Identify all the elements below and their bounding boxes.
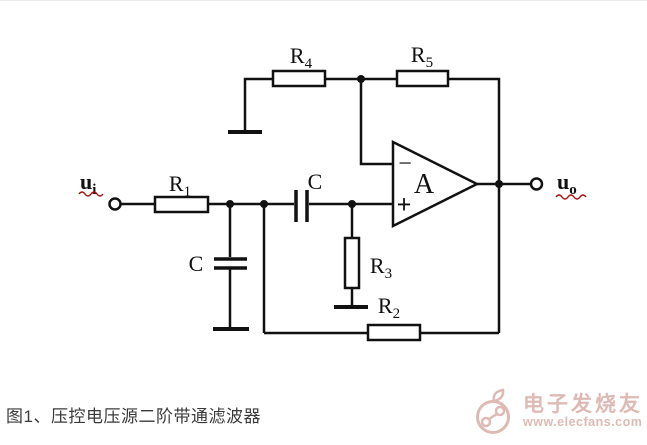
watermark: 电子发烧友 www.elecfans.com <box>471 387 643 437</box>
spellcheck-squiggle <box>78 191 104 197</box>
watermark-brand: 电子发烧友 <box>523 393 643 417</box>
resistor-r4 <box>271 69 327 88</box>
r2-feedback-branch: R2 <box>262 204 499 342</box>
output-branch <box>477 177 544 191</box>
input-terminal <box>108 197 122 211</box>
resistor-r1 <box>153 195 210 214</box>
opamp-triangle <box>391 139 480 229</box>
input-label: ui <box>80 169 96 198</box>
input-branch: R1 <box>108 171 294 214</box>
shunt-capacitor-label: C <box>189 251 204 276</box>
opamp-noninverting-sign: + <box>397 190 412 219</box>
r5-label: R5 <box>411 42 433 71</box>
r4-label: R4 <box>290 43 313 72</box>
wire <box>243 77 273 132</box>
output-terminal <box>529 177 544 191</box>
circuit-diagram: R1 C C R3 <box>78 42 587 342</box>
r2-label: R2 <box>378 293 400 322</box>
series-capacitor: C <box>294 169 393 222</box>
figure-caption: 图1、压控电压源二阶带通滤波器 <box>6 407 261 426</box>
watermark-text: 电子发烧友 www.elecfans.com <box>523 394 643 429</box>
watermark-url: www.elecfans.com <box>523 415 643 430</box>
r1-label: R1 <box>169 171 191 200</box>
spellcheck-squiggle <box>555 194 587 200</box>
elecfans-logo-icon <box>476 388 510 434</box>
opamp: − + A <box>391 139 480 229</box>
shunt-capacitor-branch: C <box>189 204 249 331</box>
resistor-r2 <box>366 323 422 342</box>
wire <box>359 79 393 166</box>
r3-branch: R3 <box>334 204 392 309</box>
junction-dot <box>495 180 503 188</box>
r3-label: R3 <box>370 253 392 282</box>
output-label: uo <box>557 169 577 198</box>
top-feedback-branch: R4 R5 <box>228 42 501 333</box>
opamp-label: A <box>414 169 435 200</box>
resistor-r3 <box>343 236 361 290</box>
resistor-r5 <box>395 69 450 88</box>
port-labels: ui uo <box>78 169 587 200</box>
opamp-inverting-sign: − <box>398 151 412 177</box>
wire <box>448 77 501 333</box>
series-capacitor-label: C <box>308 169 323 194</box>
